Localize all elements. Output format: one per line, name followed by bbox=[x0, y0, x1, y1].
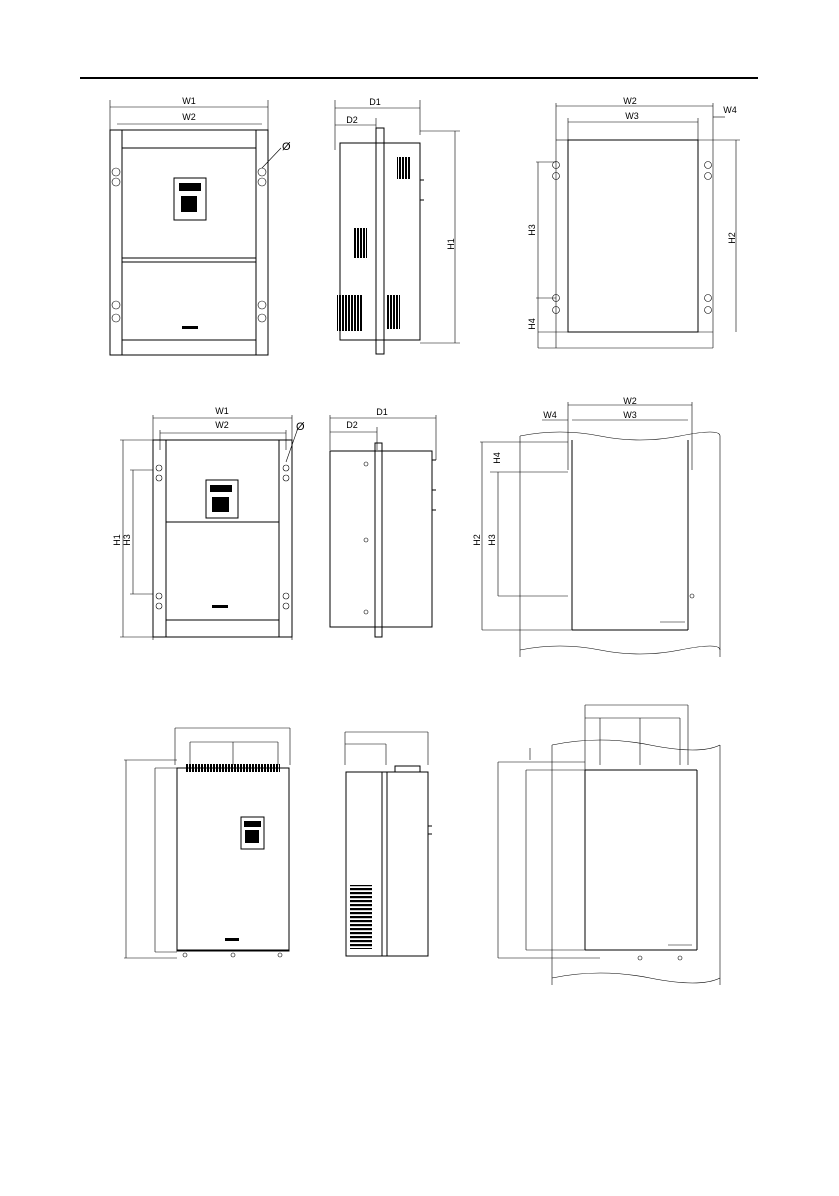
label-w1: W1 bbox=[182, 96, 196, 106]
label-h1: H1 bbox=[446, 238, 456, 250]
label-d2: D2 bbox=[346, 115, 358, 125]
label-d1: D1 bbox=[376, 407, 388, 417]
label-d1: D1 bbox=[369, 97, 381, 107]
label-w2: W2 bbox=[215, 420, 229, 430]
label-h3: H3 bbox=[122, 534, 132, 546]
label-h1: H1 bbox=[112, 534, 122, 546]
side-view-2: D1 D2 bbox=[330, 407, 436, 637]
install-view-2: W2 W3 W4 H4 H2 H3 bbox=[472, 396, 720, 657]
label-h2: H2 bbox=[472, 534, 482, 546]
label-w2: W2 bbox=[623, 96, 637, 106]
label-w1: W1 bbox=[215, 406, 229, 416]
label-w4: W4 bbox=[723, 105, 737, 115]
install-view-1: W2 W3 W4 H2 H3 H4 bbox=[527, 96, 740, 348]
label-h4: H4 bbox=[527, 318, 537, 330]
label-h4: H4 bbox=[492, 452, 502, 464]
label-hole: Ø bbox=[296, 421, 305, 433]
label-w3: W3 bbox=[625, 111, 639, 121]
label-w3: W3 bbox=[623, 410, 637, 420]
front-view-2: W1 W2 Ø H1 H3 bbox=[112, 406, 305, 640]
label-w4: W4 bbox=[543, 410, 557, 420]
label-w2: W2 bbox=[182, 112, 196, 122]
label-h3: H3 bbox=[487, 534, 497, 546]
label-d2: D2 bbox=[346, 420, 358, 430]
label-hole: Ø bbox=[282, 141, 291, 153]
front-view-1: W1 W2 Ø bbox=[110, 96, 291, 355]
front-view-3 bbox=[124, 728, 290, 958]
label-h2: H2 bbox=[727, 232, 737, 244]
side-view-3 bbox=[345, 732, 432, 956]
side-view-1: D1 D2 H1 bbox=[335, 97, 460, 354]
install-view-3 bbox=[498, 705, 720, 985]
label-h3: H3 bbox=[527, 224, 537, 236]
label-w2: W2 bbox=[623, 396, 637, 406]
